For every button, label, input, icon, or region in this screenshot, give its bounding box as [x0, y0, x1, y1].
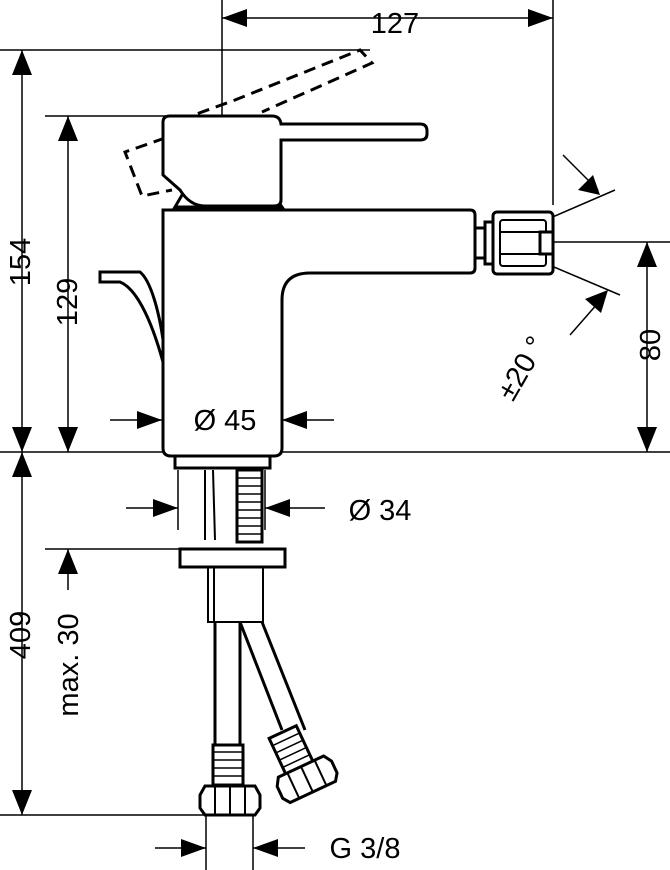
- mixer-body: [98, 48, 555, 470]
- dimension-deck-max-30: [58, 549, 78, 590]
- label-angle-20: ±20 °: [491, 331, 553, 406]
- under-deck-fittings: [178, 468, 339, 817]
- dimension-length-409: [12, 452, 32, 815]
- label-width-127: 127: [371, 8, 419, 40]
- label-height-129: 129: [52, 278, 84, 326]
- label-thread-g38: G 3/8: [330, 833, 401, 865]
- label-spout-80: 80: [635, 329, 667, 361]
- label-diameter-45: Ø 45: [194, 405, 257, 437]
- dimension-diameter-34: [126, 499, 325, 517]
- label-diameter-34: Ø 34: [349, 495, 412, 527]
- dimension-thread-g38: [155, 839, 305, 857]
- label-deck-max-30: max. 30: [53, 613, 85, 716]
- dimension-height-129: [58, 116, 78, 452]
- dimension-height-154: [12, 50, 32, 452]
- dimension-spout-80: [637, 242, 657, 452]
- label-height-154: 154: [5, 238, 37, 286]
- dimension-diameter-45: [110, 411, 334, 429]
- dimension-angle-20: [562, 154, 608, 336]
- label-length-409: 409: [5, 611, 37, 659]
- dimension-width-127: [222, 9, 553, 27]
